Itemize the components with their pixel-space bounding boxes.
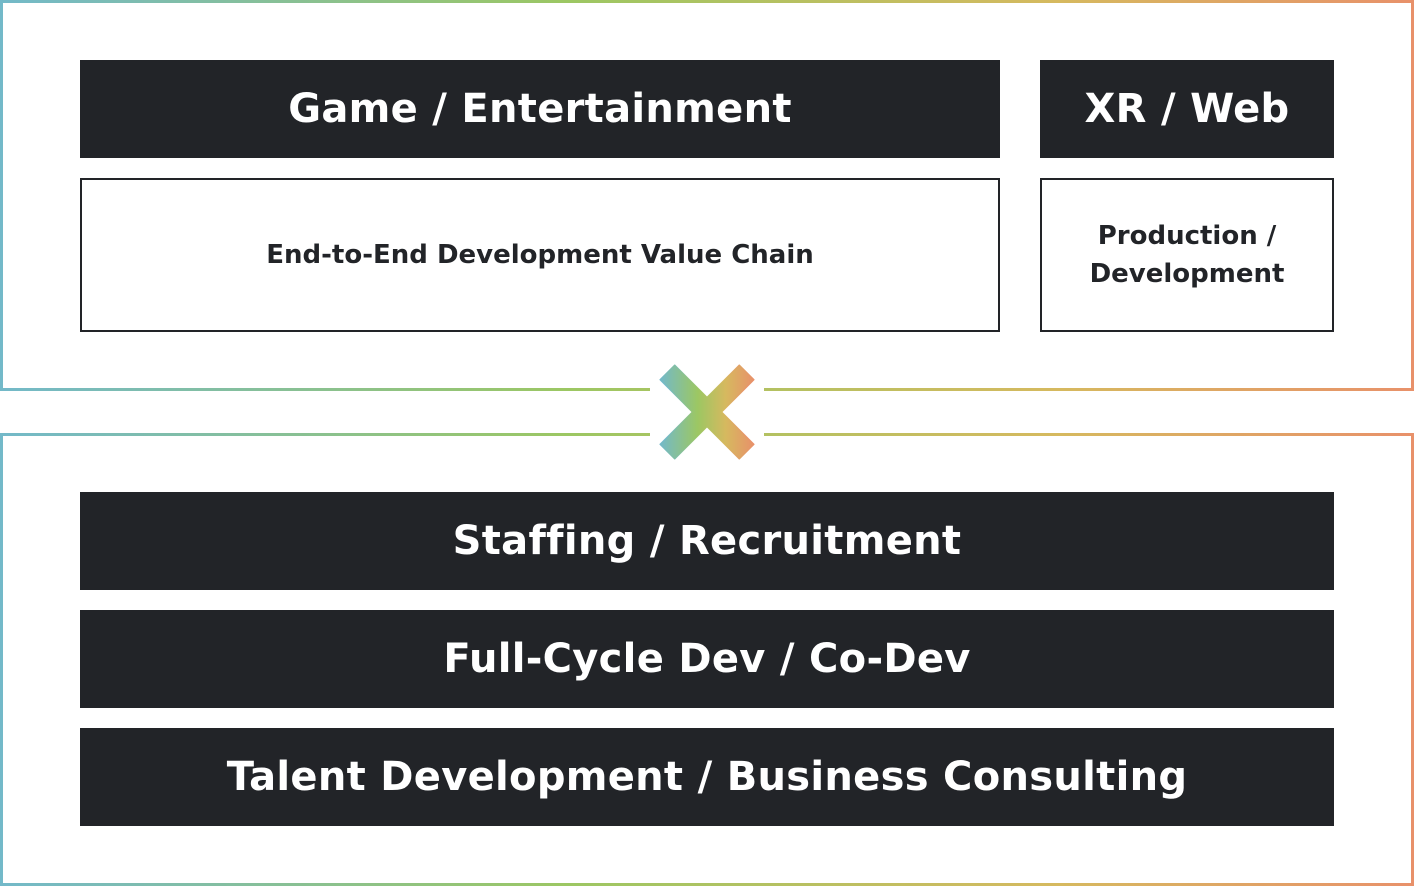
xr-detail-box: Production / Development (1040, 178, 1334, 332)
xr-detail-line1: Production / (1097, 221, 1277, 251)
game-detail-box: End-to-End Development Value Chain (80, 178, 1000, 332)
cross-multiply-icon (650, 355, 764, 469)
xr-web-header: XR / Web (1040, 60, 1334, 158)
game-entertainment-header: Game / Entertainment (80, 60, 1000, 158)
talent-consulting-bar: Talent Development / Business Consulting (80, 728, 1334, 826)
staffing-recruitment-bar: Staffing / Recruitment (80, 492, 1334, 590)
full-cycle-dev-bar: Full-Cycle Dev / Co-Dev (80, 610, 1334, 708)
xr-detail-line2: Development (1089, 259, 1285, 289)
